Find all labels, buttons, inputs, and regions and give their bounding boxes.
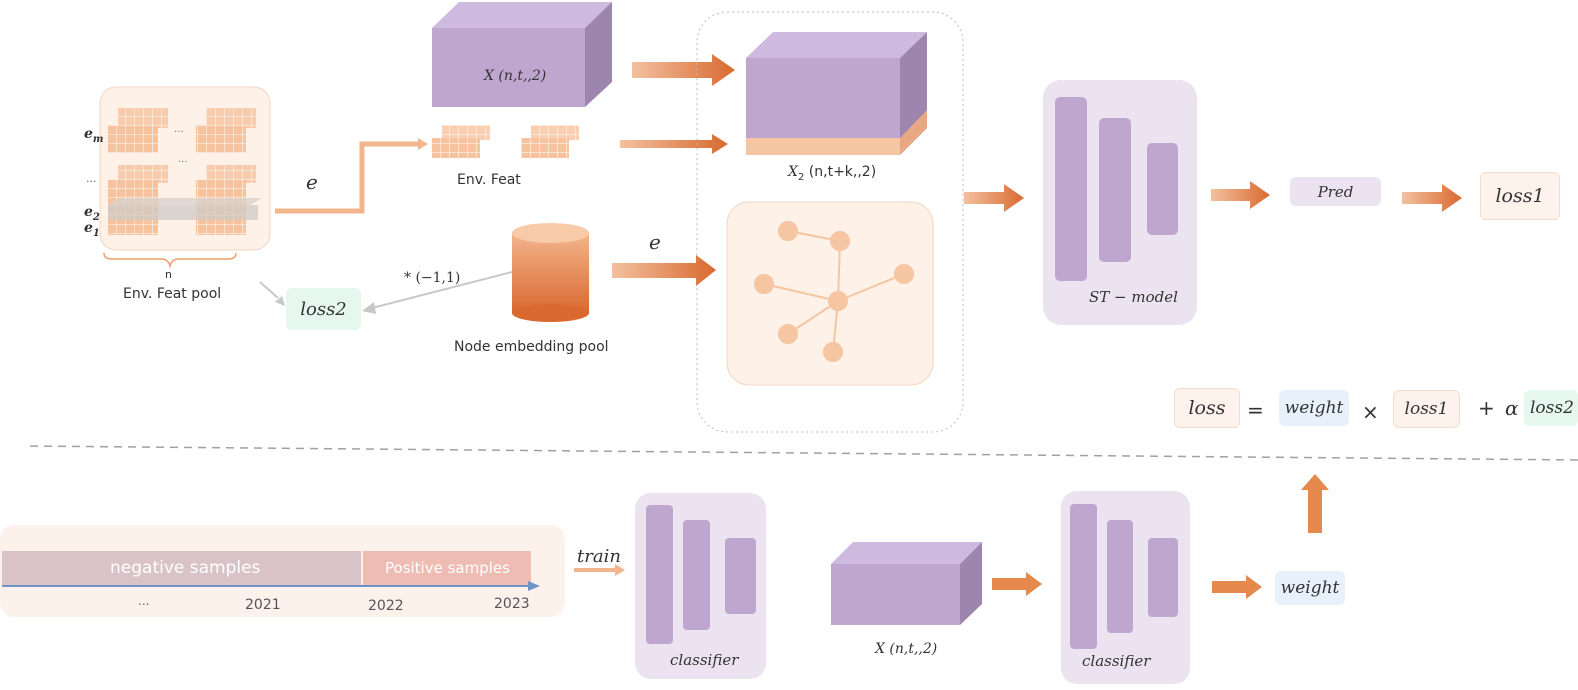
eq-equals: = <box>1247 398 1264 422</box>
pool-to-loss2-arrow <box>259 281 279 299</box>
row-label-e1: e1 <box>84 220 100 239</box>
eq-loss-box: loss <box>1174 388 1240 428</box>
tensor-to-classifier-arrow <box>992 572 1042 596</box>
env-to-x2-arrow <box>620 134 728 154</box>
train-arrow <box>574 564 625 576</box>
pred-box: Pred <box>1290 177 1381 206</box>
tensor-x-bottom-cuboid <box>831 542 982 625</box>
classifier-right-label: classifier <box>1082 652 1151 670</box>
eq-weight-box: weight <box>1279 390 1349 426</box>
tensor-x-label: X (n,t,,2) <box>484 68 547 84</box>
env-feat-cells <box>432 125 579 158</box>
node-embedding-cylinder <box>512 223 589 322</box>
year-2023: 2023 <box>494 596 530 612</box>
weight-out-box: weight <box>1275 571 1345 605</box>
tensor-x2-cuboid <box>746 32 927 155</box>
tensor-x-bottom-label: X (n,t,,2) <box>875 641 938 657</box>
classifier-right-layer-2 <box>1107 520 1133 633</box>
st-model-layer-3 <box>1147 143 1178 235</box>
pool-brace <box>103 252 237 269</box>
classifier-to-weight-arrow <box>1212 575 1262 599</box>
env-feat-label: Env. Feat <box>457 172 521 188</box>
scale-label: * (−1,1) <box>404 270 461 286</box>
eq-times: × <box>1362 400 1379 424</box>
row-label-e2: e2 <box>84 204 100 223</box>
negative-samples-bar <box>2 551 361 585</box>
st-model-layer-1 <box>1055 97 1087 281</box>
classifier-right-layer-3 <box>1148 538 1178 617</box>
eq-alpha: α <box>1505 396 1519 420</box>
node-pool-label: Node embedding pool <box>454 339 609 355</box>
negative-samples-label: negative samples <box>110 558 261 578</box>
classifier-right-layer-1 <box>1070 504 1097 649</box>
loss1-box: loss1 <box>1480 172 1560 220</box>
x-to-x2-arrow <box>632 54 735 86</box>
eq-loss2-box: loss2 <box>1524 390 1578 426</box>
classifier-left-layer-3 <box>725 538 756 614</box>
pool-label: Env. Feat pool <box>123 286 222 302</box>
edge-e-node-label: e <box>649 230 661 254</box>
timeline-dots: ... <box>138 594 150 608</box>
weight-up-arrow <box>1301 474 1329 533</box>
loss2-box: loss2 <box>286 288 361 330</box>
group-to-st-arrow <box>964 184 1024 212</box>
edge-e-top-label: e <box>306 170 318 194</box>
pool-to-env-arrow <box>275 141 420 214</box>
classifier-left-layer-1 <box>646 505 673 644</box>
positive-samples-label: Positive samples <box>385 559 510 577</box>
st-to-pred-arrow <box>1211 181 1270 209</box>
year-2022: 2022 <box>368 598 404 614</box>
pred-to-loss1-arrow <box>1402 184 1462 212</box>
graph-structure <box>754 221 914 362</box>
classifier-left-label: classifier <box>670 651 739 669</box>
tensor-x-cuboid <box>432 2 612 107</box>
env-feat-pool-cells <box>108 108 262 235</box>
node-to-loss2-arrow <box>371 271 513 309</box>
pool-dots-mid: ... <box>178 154 188 165</box>
classifier-left-layer-2 <box>683 520 710 630</box>
eq-loss1-box: loss1 <box>1393 390 1460 428</box>
pool-dots-top: ... <box>174 124 184 135</box>
positive-samples-bar <box>363 551 531 585</box>
section-divider <box>29 445 1578 461</box>
tensor-x2-label: X2 (n,t+k,,2) <box>788 164 877 183</box>
node-to-graph-arrow <box>612 255 716 286</box>
year-2021: 2021 <box>245 597 281 613</box>
st-model-label: ST − model <box>1089 288 1178 306</box>
eq-plus: + <box>1478 396 1495 420</box>
graph-box <box>726 201 934 386</box>
train-label: train <box>577 546 621 567</box>
st-model-layer-2 <box>1099 118 1131 262</box>
pool-n-label: n <box>165 268 172 281</box>
row-label-em: em <box>84 126 104 145</box>
row-dots: ... <box>86 172 97 185</box>
